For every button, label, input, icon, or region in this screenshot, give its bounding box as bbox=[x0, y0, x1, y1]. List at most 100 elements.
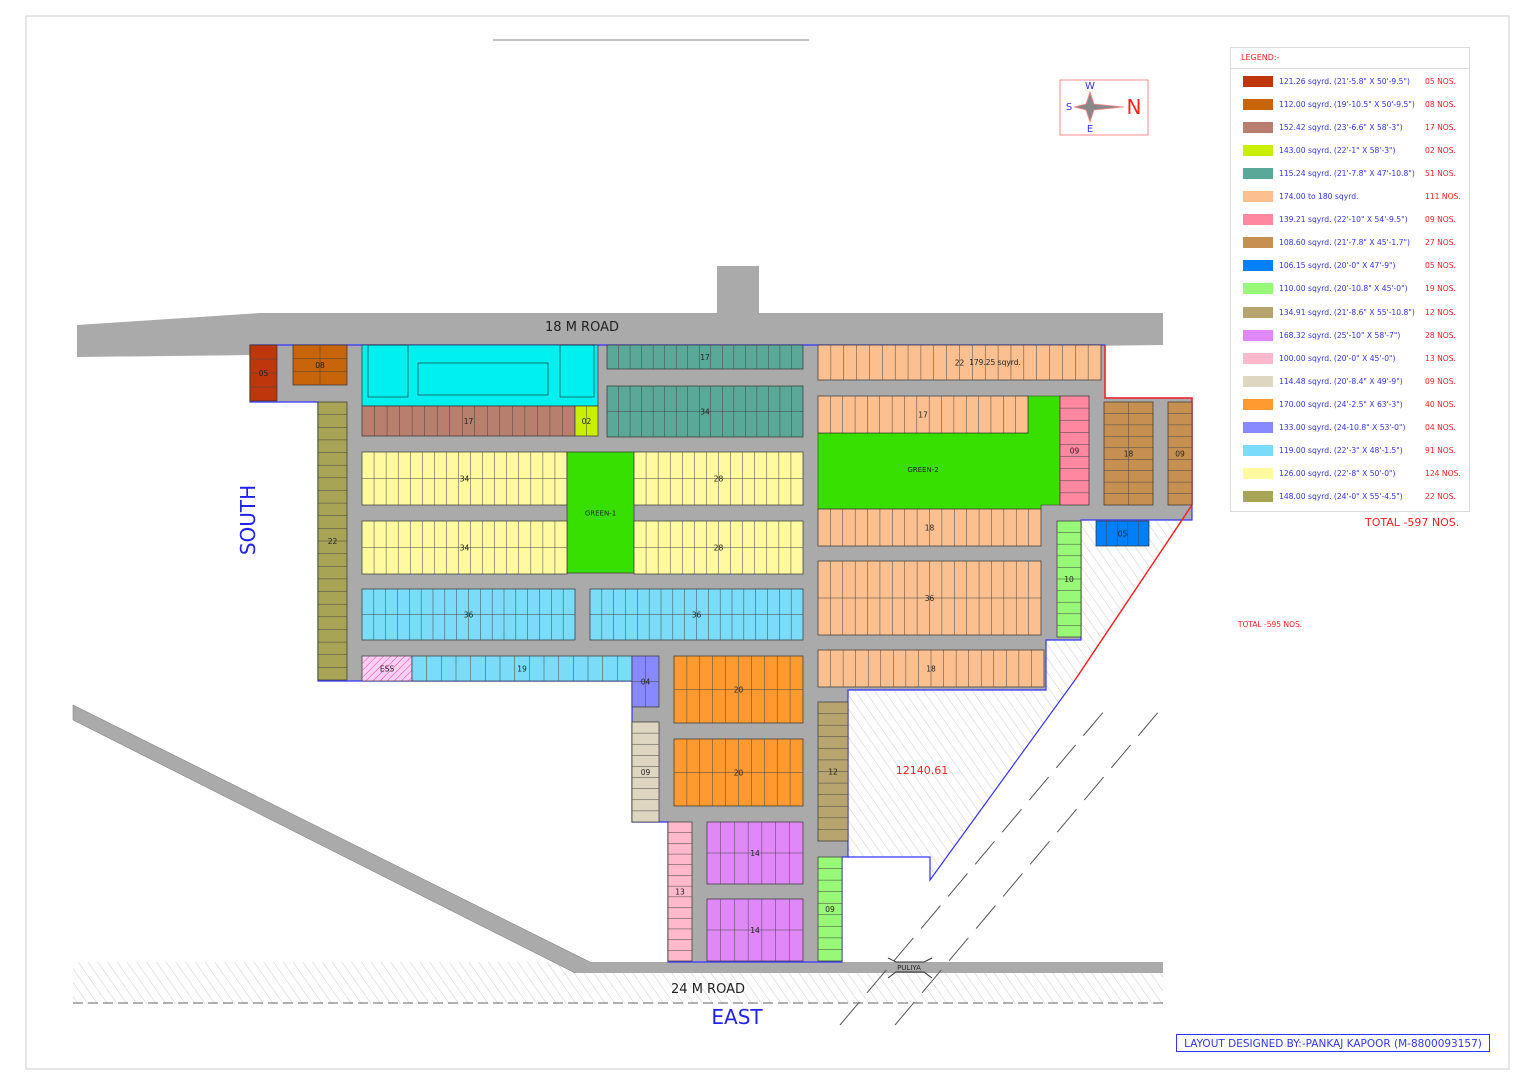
block-outline bbox=[566, 451, 635, 574]
legend-item: 139.21 sqyrd. (22'-10" X 54'-9.5")09 NOS… bbox=[1243, 214, 1456, 226]
plot-block[interactable]: 09 bbox=[1059, 395, 1090, 506]
plot-block[interactable]: GREEN-1 bbox=[566, 451, 635, 574]
plot-block[interactable]: 34 bbox=[361, 520, 568, 575]
plot-block[interactable]: 36 bbox=[361, 588, 576, 641]
plot-block[interactable]: ESS bbox=[361, 655, 413, 682]
plot-block[interactable]: 20 bbox=[673, 655, 804, 724]
plot-block[interactable]: 18 bbox=[1103, 401, 1154, 506]
block-label: 22 bbox=[328, 537, 338, 546]
plot-block[interactable]: 04 bbox=[631, 655, 660, 708]
block-outline bbox=[667, 821, 693, 962]
plot-block[interactable]: 34 bbox=[361, 451, 568, 506]
plot-block[interactable]: 19 bbox=[411, 655, 633, 682]
legend-text: 152.42 sqyrd. (23'-6.6" X 58'-3") bbox=[1279, 122, 1403, 132]
plot-block[interactable]: 22 179.25 sqyrd. bbox=[817, 344, 1102, 381]
legend-swatch bbox=[1243, 445, 1273, 457]
diagonal-road bbox=[72, 704, 591, 974]
legend-count: 12 NOS. bbox=[1425, 307, 1456, 317]
block-outline bbox=[817, 856, 843, 962]
block-label: 09 bbox=[641, 768, 651, 777]
legend-count: 27 NOS. bbox=[1425, 238, 1456, 248]
plot-block[interactable]: 09 bbox=[817, 856, 843, 962]
legend-swatch bbox=[1243, 375, 1273, 387]
block-label: 19 bbox=[517, 665, 527, 674]
block-label: 10 bbox=[1064, 575, 1074, 584]
legend-title: LEGEND:- bbox=[1231, 48, 1469, 69]
block-outline bbox=[361, 405, 576, 437]
legend-text: 115.24 sqyrd. (21'-7.8" X 47'-10.8") bbox=[1279, 168, 1415, 178]
plot-block[interactable]: 36 bbox=[817, 560, 1042, 636]
legend-count: 05 NOS. bbox=[1425, 261, 1456, 271]
road-18m bbox=[77, 266, 1163, 357]
legend-count: 02 NOS. bbox=[1425, 145, 1456, 155]
legend-count: 09 NOS. bbox=[1425, 376, 1456, 386]
legend-item: 133.00 sqyrd. (24-10.8" X 53'-0")04 NOS. bbox=[1243, 422, 1456, 434]
plot-block[interactable]: 36 bbox=[589, 588, 804, 641]
legend-text: 126.00 sqyrd. (22'-8" X 50'-0") bbox=[1279, 469, 1396, 479]
block-outline bbox=[1095, 520, 1150, 547]
plot-block[interactable]: 22 bbox=[317, 401, 348, 681]
block-label: 22 bbox=[955, 359, 965, 368]
plot-block[interactable]: 17 bbox=[361, 405, 576, 437]
plot-block[interactable]: 34 bbox=[606, 385, 804, 438]
plot-block[interactable]: 05 bbox=[249, 344, 278, 402]
legend-count: 28 NOS. bbox=[1425, 330, 1456, 340]
compass-e: E bbox=[1087, 124, 1093, 135]
block-label: 36 bbox=[925, 594, 935, 603]
plot-block[interactable]: 09 bbox=[631, 721, 660, 823]
legend-item: 143.00 sqyrd. (22'-1" X 58'-3")02 NOS. bbox=[1243, 144, 1456, 156]
legend-text: 174.00 to 180 sqyrd. bbox=[1279, 192, 1359, 201]
designer-credit: LAYOUT DESIGNED BY:-PANKAJ KAPOOR (M-880… bbox=[1176, 1034, 1490, 1052]
plot-block[interactable]: 17 bbox=[817, 395, 1029, 434]
east-label: EAST bbox=[711, 1005, 763, 1029]
plot-block[interactable]: 14 bbox=[706, 898, 804, 962]
block-label: 02 bbox=[582, 417, 592, 426]
block-outline bbox=[817, 395, 1029, 434]
block-label: 12 bbox=[828, 768, 838, 777]
road-18m-label: 18 M ROAD bbox=[545, 320, 619, 335]
plot-block[interactable]: 08 bbox=[292, 344, 348, 386]
plot-block[interactable]: 12 bbox=[817, 701, 849, 842]
legend-swatch bbox=[1243, 468, 1273, 480]
plot-block[interactable]: 02 bbox=[574, 405, 599, 437]
plot-block[interactable]: 20 bbox=[673, 738, 804, 807]
plot-block[interactable]: 18 bbox=[817, 649, 1045, 688]
legend-text: 139.21 sqyrd. (22'-10" X 54'-9.5") bbox=[1279, 215, 1408, 225]
legend-swatch bbox=[1243, 260, 1273, 272]
block-label: 08 bbox=[315, 361, 325, 370]
block-outline bbox=[606, 344, 804, 370]
block-label: 20 bbox=[734, 769, 744, 778]
plot-block[interactable]: 18 bbox=[817, 508, 1042, 547]
south-label: SOUTH bbox=[236, 485, 260, 555]
legend-swatch bbox=[1243, 283, 1273, 295]
legend-item: 110.00 sqyrd. (20'-10.8" X 45'-0")19 NOS… bbox=[1243, 283, 1456, 295]
legend-text: 108.60 sqyrd. (21'-7.8" X 45'-1.7") bbox=[1279, 238, 1410, 248]
plot-block[interactable]: 13 bbox=[667, 821, 693, 962]
drain-line bbox=[839, 709, 1106, 1026]
legend-swatch bbox=[1243, 98, 1273, 110]
legend-count: 40 NOS. bbox=[1425, 399, 1456, 409]
block-label: 05 bbox=[1118, 530, 1128, 539]
block-label: 18 bbox=[926, 665, 936, 674]
plot-block[interactable]: 28 bbox=[633, 520, 804, 575]
legend-text: 134.91 sqyrd. (21'-8.6" X 55'-10.8") bbox=[1279, 307, 1415, 317]
plot-block[interactable]: 28 bbox=[633, 451, 804, 506]
plot-block[interactable]: 10 bbox=[1056, 520, 1082, 638]
compass: W S E N bbox=[1059, 79, 1149, 136]
legend-count: 13 NOS. bbox=[1425, 353, 1456, 363]
facility-building bbox=[367, 344, 409, 398]
plot-block[interactable] bbox=[361, 344, 599, 407]
block-outline bbox=[1059, 395, 1090, 506]
plot-block[interactable]: 14 bbox=[706, 821, 804, 885]
legend-swatch bbox=[1243, 167, 1273, 179]
legend-text: 133.00 sqyrd. (24-10.8" X 53'-0") bbox=[1279, 423, 1406, 432]
plot-block[interactable]: 05 bbox=[1095, 520, 1150, 547]
legend-swatch bbox=[1243, 75, 1273, 87]
block-label: 34 bbox=[700, 408, 710, 417]
drain-line bbox=[894, 709, 1161, 1026]
plot-block[interactable]: 17 bbox=[606, 344, 804, 370]
plot-block[interactable]: 09 bbox=[1167, 401, 1193, 506]
legend-swatch bbox=[1243, 491, 1273, 503]
block-note: 179.25 sqyrd. bbox=[969, 358, 1021, 367]
